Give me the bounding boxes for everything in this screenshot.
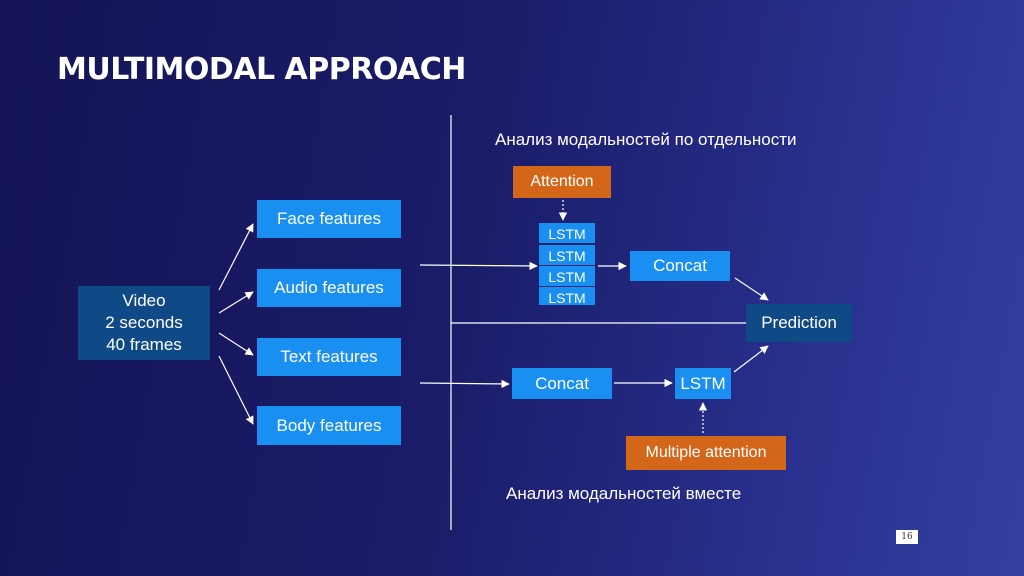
prediction-box: Prediction — [746, 304, 852, 342]
lstm-stack-item: LSTM — [539, 223, 595, 243]
arrow-lstm-prediction — [733, 345, 769, 373]
page-number: 16 — [896, 530, 918, 544]
lstm-stack-item: LSTM — [539, 266, 595, 286]
arrow-features-lstm — [419, 261, 538, 271]
lstm-stack-item: LSTM — [539, 245, 595, 265]
video-frames: 40 frames — [106, 335, 182, 354]
text-features-box: Text features — [257, 338, 401, 376]
lstm-stack-item: LSTM — [539, 287, 595, 305]
attention-box: Attention — [513, 166, 611, 198]
arrow-video-audio — [218, 291, 254, 314]
slide-title: MULTIMODAL APPROACH — [57, 52, 466, 87]
video-label: Video — [122, 291, 166, 310]
video-input-box: Video 2 seconds 40 frames — [78, 286, 210, 360]
separate-concat-box: Concat — [630, 251, 730, 281]
video-duration: 2 seconds — [105, 313, 183, 332]
joint-analysis-caption: Анализ модальностей вместе — [506, 484, 742, 503]
arrow-features-joint-concat — [419, 379, 510, 389]
arrow-video-face — [218, 223, 254, 291]
face-features-box: Face features — [257, 200, 401, 238]
arrow-concat-prediction — [734, 277, 769, 301]
joint-concat-box: Concat — [512, 368, 612, 399]
audio-features-box: Audio features — [257, 269, 401, 307]
arrow-video-body — [218, 355, 254, 425]
joint-lstm-box: LSTM — [675, 368, 731, 399]
separate-analysis-caption: Анализ модальностей по отдельности — [495, 130, 797, 149]
multiple-attention-box: Multiple attention — [626, 436, 786, 470]
arrow-video-text — [218, 332, 254, 356]
body-features-box: Body features — [257, 406, 401, 445]
